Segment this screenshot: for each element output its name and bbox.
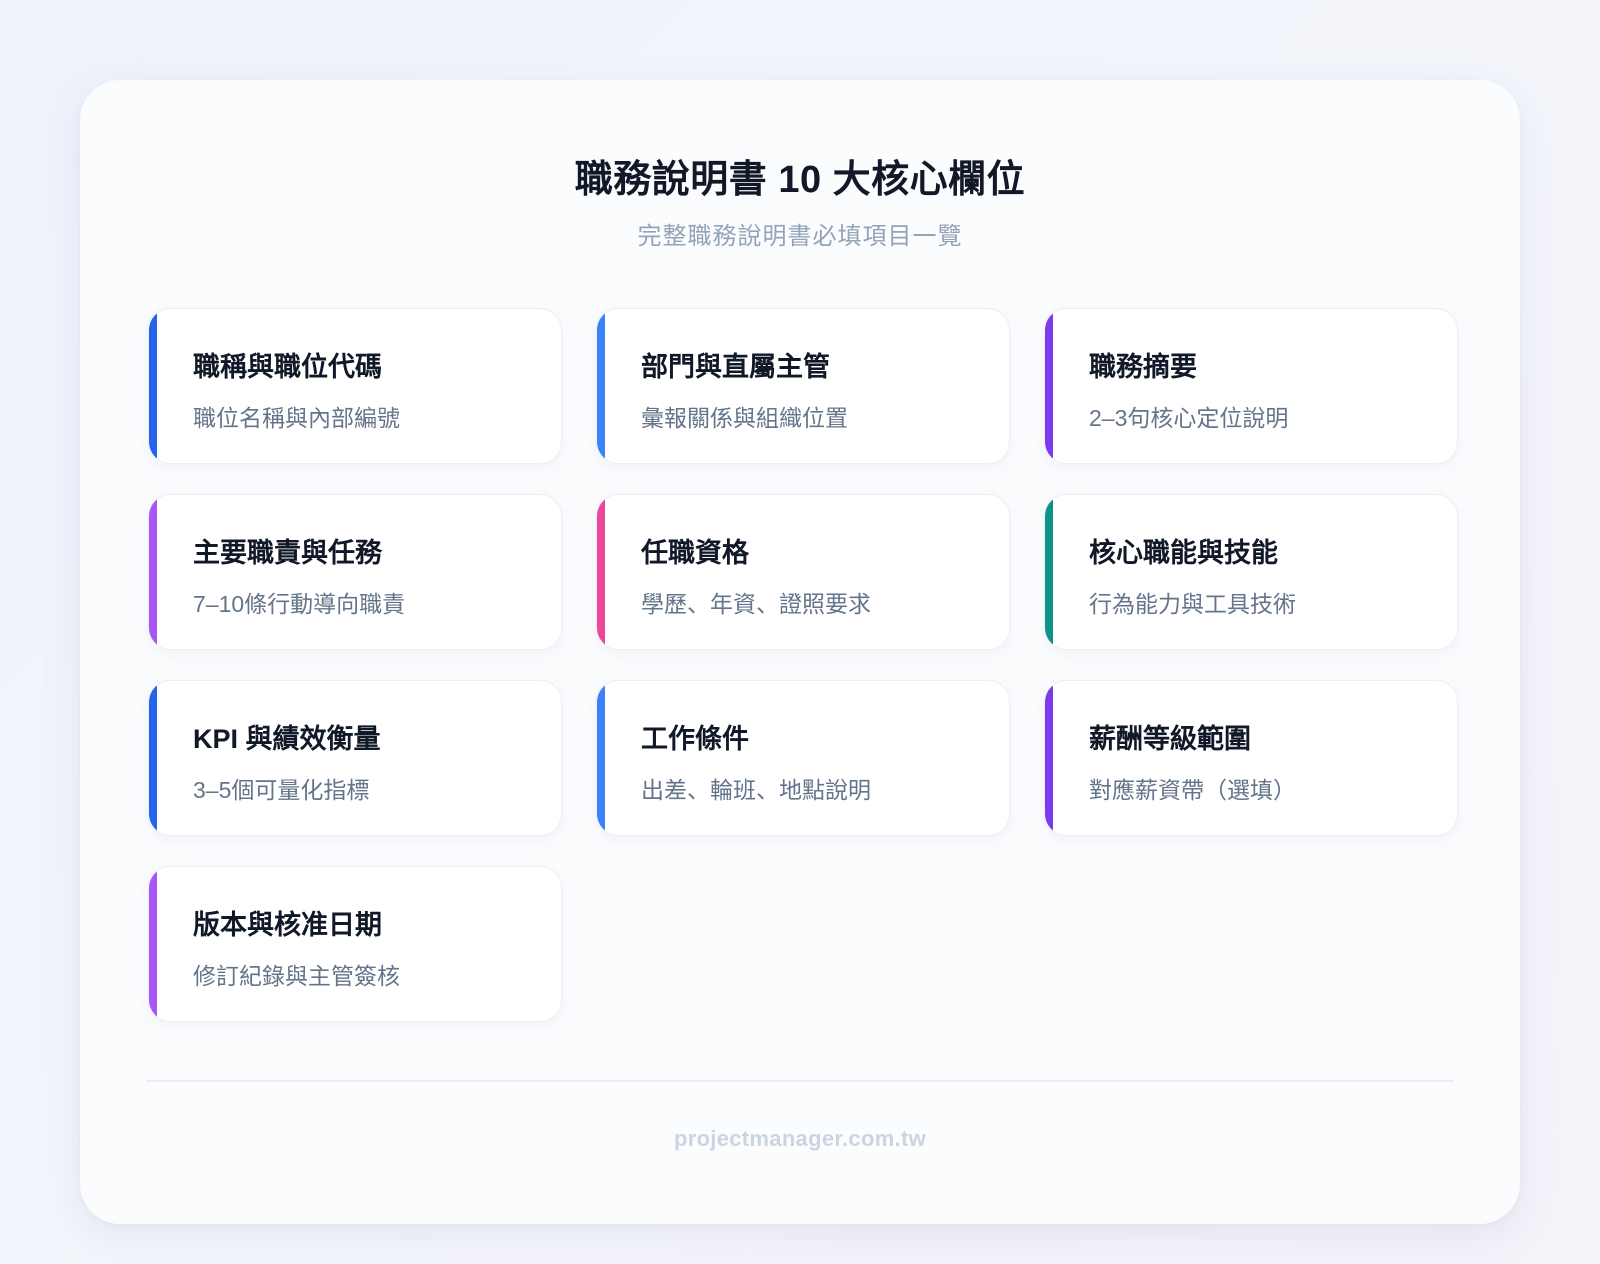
card-title: 主要職責與任務 bbox=[193, 538, 382, 568]
footer-site-link[interactable]: projectmanager.com.tw bbox=[673, 1126, 927, 1151]
main-panel: 職務說明書 10 大核心欄位 完整職務說明書必填項目一覽 職稱與職位代碼 職位名… bbox=[80, 80, 1520, 1224]
card-description: 出差、輪班、地點說明 bbox=[641, 777, 871, 803]
footer-divider bbox=[146, 1080, 1454, 1082]
field-card-version-approval[interactable]: 版本與核准日期 修訂紀錄與主管簽核 bbox=[148, 866, 562, 1022]
card-accent-bar bbox=[149, 309, 157, 463]
card-description: 學歷、年資、證照要求 bbox=[641, 591, 871, 617]
card-title: 版本與核准日期 bbox=[193, 910, 382, 940]
field-card-department[interactable]: 部門與直屬主管 彙報關係與組織位置 bbox=[596, 308, 1010, 464]
card-accent-bar bbox=[149, 867, 157, 1021]
card-title: 職稱與職位代碼 bbox=[193, 352, 382, 382]
field-card-salary-grade[interactable]: 薪酬等級範圍 對應薪資帶（選填） bbox=[1044, 680, 1458, 836]
fields-grid: 職稱與職位代碼 職位名稱與內部編號 部門與直屬主管 彙報關係與組織位置 職務摘要… bbox=[148, 308, 1458, 1022]
card-accent-bar bbox=[1045, 681, 1053, 835]
field-card-competencies[interactable]: 核心職能與技能 行為能力與工具技術 bbox=[1044, 494, 1458, 650]
field-card-job-summary[interactable]: 職務摘要 2–3句核心定位說明 bbox=[1044, 308, 1458, 464]
card-title: 工作條件 bbox=[641, 724, 749, 754]
card-description: 行為能力與工具技術 bbox=[1089, 591, 1296, 617]
card-title: 任職資格 bbox=[641, 538, 749, 568]
card-title: 職務摘要 bbox=[1089, 352, 1197, 382]
card-description: 職位名稱與內部編號 bbox=[193, 405, 400, 431]
card-accent-bar bbox=[597, 495, 605, 649]
page-subtitle: 完整職務說明書必填項目一覽 bbox=[637, 223, 963, 250]
field-card-qualifications[interactable]: 任職資格 學歷、年資、證照要求 bbox=[596, 494, 1010, 650]
card-description: 彙報關係與組織位置 bbox=[641, 405, 848, 431]
field-card-work-conditions[interactable]: 工作條件 出差、輪班、地點說明 bbox=[596, 680, 1010, 836]
card-accent-bar bbox=[149, 495, 157, 649]
card-title: KPI 與績效衡量 bbox=[193, 724, 381, 754]
page-title: 職務說明書 10 大核心欄位 bbox=[574, 159, 1026, 201]
field-card-job-title[interactable]: 職稱與職位代碼 職位名稱與內部編號 bbox=[148, 308, 562, 464]
card-description: 修訂紀錄與主管簽核 bbox=[193, 963, 400, 989]
card-description: 2–3句核心定位說明 bbox=[1089, 405, 1289, 431]
card-description: 7–10條行動導向職責 bbox=[193, 591, 406, 617]
card-accent-bar bbox=[1045, 495, 1053, 649]
card-accent-bar bbox=[597, 309, 605, 463]
card-title: 核心職能與技能 bbox=[1089, 538, 1278, 568]
field-card-responsibilities[interactable]: 主要職責與任務 7–10條行動導向職責 bbox=[148, 494, 562, 650]
card-description: 3–5個可量化指標 bbox=[193, 777, 370, 803]
card-description: 對應薪資帶（選填） bbox=[1089, 777, 1296, 803]
card-accent-bar bbox=[149, 681, 157, 835]
card-accent-bar bbox=[1045, 309, 1053, 463]
card-accent-bar bbox=[597, 681, 605, 835]
field-card-kpi[interactable]: KPI 與績效衡量 3–5個可量化指標 bbox=[148, 680, 562, 836]
card-title: 部門與直屬主管 bbox=[641, 352, 830, 382]
card-title: 薪酬等級範圍 bbox=[1089, 724, 1251, 754]
